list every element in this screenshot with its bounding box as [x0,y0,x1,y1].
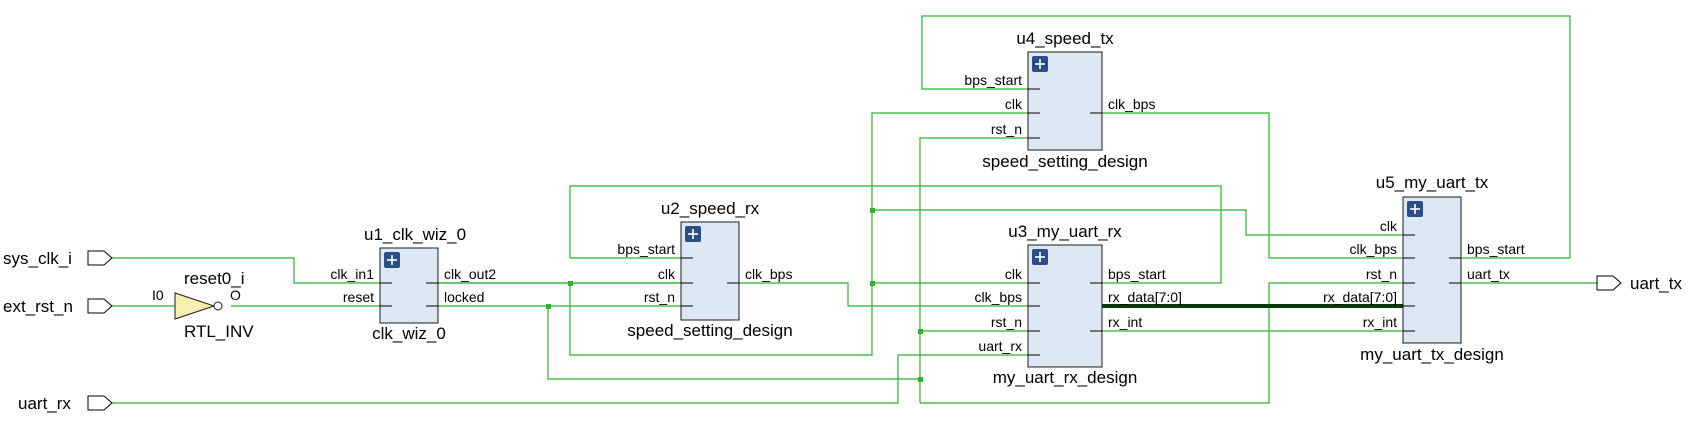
expand-button[interactable] [384,252,400,268]
block-u1-clk-wiz-0[interactable]: u1_clk_wiz_0 clk_in1 reset clk_out2 lock… [330,225,496,343]
junction-dot [568,281,573,286]
expand-button[interactable] [1032,249,1048,265]
pin-rx-int: rx_int [1363,314,1397,330]
instance-name: reset0_i [184,269,244,288]
module-name: clk_wiz_0 [372,324,446,343]
junction-dot [546,304,551,309]
input-port-icon [87,298,113,314]
pin-clk: clk [1380,218,1398,234]
module-name: my_uart_rx_design [993,368,1138,387]
pin-clk-out2: clk_out2 [444,266,496,282]
pin-reset: reset [343,289,374,305]
block-body[interactable] [680,221,740,321]
pin-clk: clk [658,266,676,282]
pin-clk-in1: clk_in1 [330,266,374,282]
net-tx-bps-start[interactable] [921,15,1571,259]
block-body[interactable] [1402,196,1462,344]
net-rx-clk-bps[interactable] [739,282,1028,307]
port-label: ext_rst_n [3,297,73,316]
junction-dot [870,281,875,286]
inverter-icon [174,292,216,320]
junction-dot [918,329,923,334]
pin-rst-n: rst_n [1366,266,1397,282]
pin-label: O [230,287,241,303]
expand-button[interactable] [685,226,701,242]
net-locked-b[interactable] [547,306,920,380]
input-port-icon [87,250,113,266]
pin-uart-rx: uart_rx [978,338,1022,354]
pin-clk: clk [1005,266,1023,282]
pin-rst-n: rst_n [991,121,1022,137]
pin-clk: clk [1005,96,1023,112]
pin-bps-start: bps_start [617,241,675,257]
pin-rx-data: rx_data[7:0] [1108,289,1182,305]
pin-rst-n: rst_n [644,289,675,305]
module-name: speed_setting_design [627,321,792,340]
expand-button[interactable] [1032,56,1048,72]
pin-rx-data: rx_data[7:0] [1323,289,1397,305]
block-u2-speed-rx[interactable]: u2_speed_rx bps_start clk rst_n clk_bps … [617,199,792,340]
instance-name: u4_speed_tx [1016,29,1114,48]
output-port-uart-tx[interactable]: uart_tx [1596,274,1682,293]
inverter-bubble [213,301,223,311]
pin-clk-bps: clk_bps [745,266,792,282]
junction-dot [918,377,923,382]
port-label: uart_tx [1630,274,1682,293]
inverter-reset0-i[interactable]: reset0_i I0 O RTL_INV [152,269,254,341]
output-port-icon [1596,275,1622,291]
pin-uart-tx: uart_tx [1467,266,1510,282]
pin-label: I0 [152,287,164,303]
pin-rst-n: rst_n [991,314,1022,330]
junction-dot [870,208,875,213]
module-name: speed_setting_design [982,152,1147,171]
module-name: RTL_INV [184,322,254,341]
block-u4-speed-tx[interactable]: u4_speed_tx bps_start clk rst_n clk_bps … [964,29,1155,171]
pin-clk-bps: clk_bps [975,289,1022,305]
input-port-ext-rst-n[interactable]: ext_rst_n [3,297,113,316]
expand-button[interactable] [1407,201,1423,217]
pin-rx-int: rx_int [1108,314,1142,330]
pin-bps-start: bps_start [964,72,1022,88]
module-name: my_uart_tx_design [1360,345,1504,364]
net-sys-clk[interactable] [112,257,380,284]
instance-name: u1_clk_wiz_0 [364,225,466,244]
net-clk-out2-c[interactable] [872,209,1403,236]
net-locked-c[interactable] [919,137,1028,403]
block-u3-my-uart-rx[interactable]: u3_my_uart_rx clk clk_bps rst_n uart_rx … [975,222,1182,387]
block-u5-my-uart-tx[interactable]: u5_my_uart_tx clk clk_bps rst_n rx_data[… [1323,173,1525,364]
nets [112,15,1597,404]
port-label: uart_rx [18,394,71,413]
input-port-icon [87,395,113,411]
instance-name: u5_my_uart_tx [1376,173,1489,192]
pin-bps-start: bps_start [1108,266,1166,282]
pin-bps-start: bps_start [1467,241,1525,257]
input-port-sys-clk-i[interactable]: sys_clk_i [3,249,113,268]
net-locked-e[interactable] [920,282,1403,404]
port-label: sys_clk_i [3,249,72,268]
pin-clk-bps: clk_bps [1108,96,1155,112]
pin-locked: locked [444,289,484,305]
net-tx-clk-bps[interactable] [1102,112,1403,259]
instance-name: u2_speed_rx [661,199,760,218]
net-clk-out2-b[interactable] [569,112,1028,356]
net-rx-bps-start[interactable] [569,185,1222,284]
junctions [546,208,923,382]
instance-name: u3_my_uart_rx [1008,222,1122,241]
block-body[interactable] [1027,244,1103,368]
input-port-uart-rx[interactable]: uart_rx [18,394,113,413]
pin-clk-bps: clk_bps [1350,241,1397,257]
